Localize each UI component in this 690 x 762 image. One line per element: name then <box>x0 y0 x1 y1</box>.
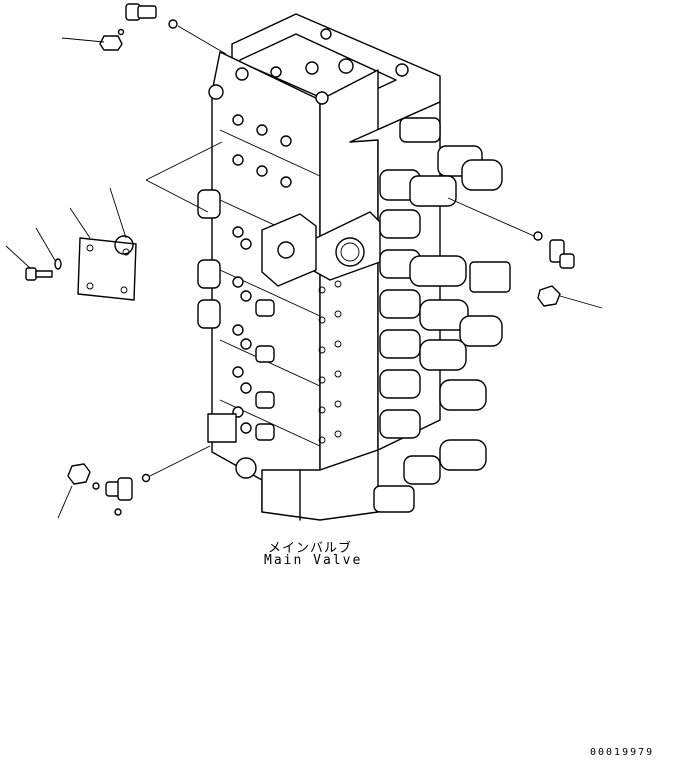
cover-bolts <box>235 28 409 105</box>
plug-right <box>537 285 561 307</box>
elbow-fitting-right <box>533 231 575 269</box>
cover-plate <box>77 235 137 301</box>
left-caps <box>197 84 275 479</box>
elbow-fitting-bottom <box>67 463 151 516</box>
port-flange <box>261 211 381 287</box>
bolt-and-washer <box>25 258 62 281</box>
side-bolt-column <box>232 114 292 434</box>
elbow-fitting-top <box>117 3 178 36</box>
leader-lines <box>5 25 603 519</box>
caption-japanese: メインバルブ <box>268 541 353 556</box>
plug-top <box>99 35 123 51</box>
document-id: 00019979 <box>590 747 655 758</box>
spool-caps <box>373 117 511 513</box>
caption-english: Main Valve <box>264 553 363 568</box>
